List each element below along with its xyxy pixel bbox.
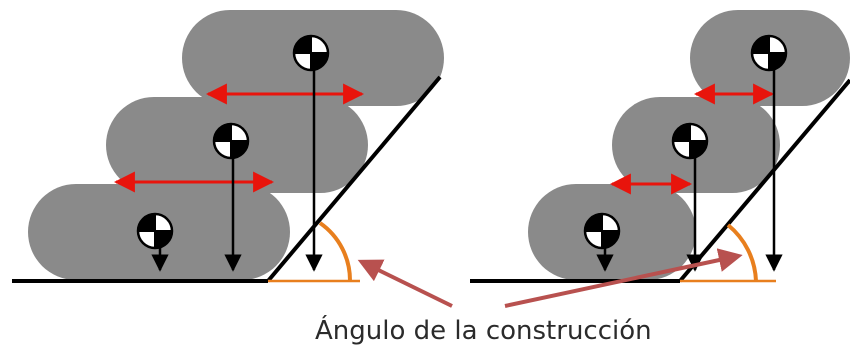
pointer-arrow-left bbox=[357, 259, 453, 308]
right-angle-arc bbox=[726, 223, 758, 282]
left-inclined-wall bbox=[266, 75, 442, 283]
left-cog-middle-icon bbox=[212, 122, 250, 160]
right-cog-bottom-icon bbox=[583, 212, 621, 250]
left-stack bbox=[12, 10, 444, 283]
left-angle-arc bbox=[318, 221, 353, 282]
right-stack bbox=[470, 10, 850, 283]
caption: Ángulo de la construcción bbox=[315, 314, 652, 346]
left-cog-bottom-icon bbox=[136, 212, 174, 250]
pointer-arrow-right bbox=[504, 248, 743, 308]
left-cog-top-icon bbox=[292, 34, 330, 72]
right-cog-top-icon bbox=[750, 34, 788, 72]
right-inclined-wall bbox=[678, 78, 850, 283]
right-cog-middle-icon bbox=[671, 122, 709, 160]
